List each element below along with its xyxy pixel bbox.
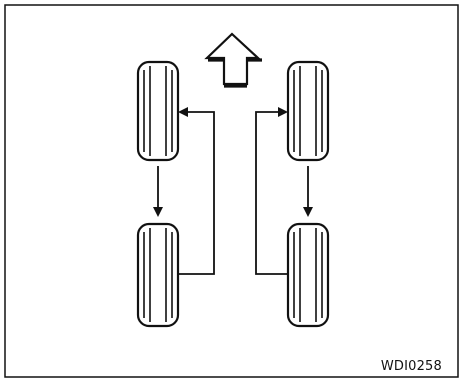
tire-rear-right [286, 222, 330, 328]
cross-arrow-icon [255, 107, 288, 275]
figure-code: WDI0258 [381, 359, 442, 374]
up-arrow-icon [204, 32, 261, 86]
tire-front-right [286, 60, 330, 162]
up-arrow-shadow [208, 58, 262, 88]
tire-front-left [136, 60, 180, 162]
cross-arrow-icon [178, 107, 215, 275]
forward-direction-arrow [204, 32, 262, 88]
tire-rear-left [136, 222, 180, 328]
